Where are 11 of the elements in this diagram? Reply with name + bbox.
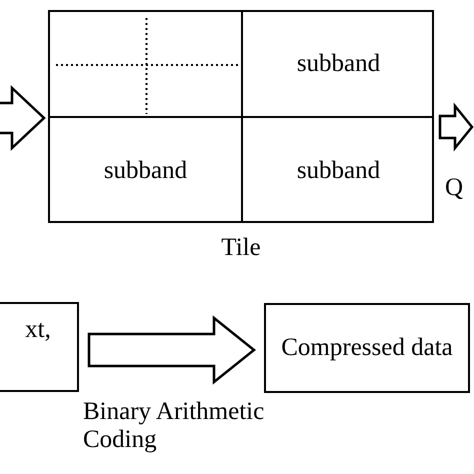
block-arrow [88, 315, 256, 385]
subband-cell: subband [243, 118, 434, 223]
edge-label: Binary Arithmetic Coding [83, 398, 266, 454]
edge-label: Q [445, 174, 464, 202]
subband-cell: subband [50, 118, 243, 223]
block-arrow [0, 85, 46, 151]
subband-cell: subband [243, 12, 434, 118]
block-arrow [438, 102, 474, 152]
process-box: Compressed data [264, 303, 470, 393]
process-box: xt, [0, 302, 79, 392]
tile-label: Tile [220, 234, 262, 262]
